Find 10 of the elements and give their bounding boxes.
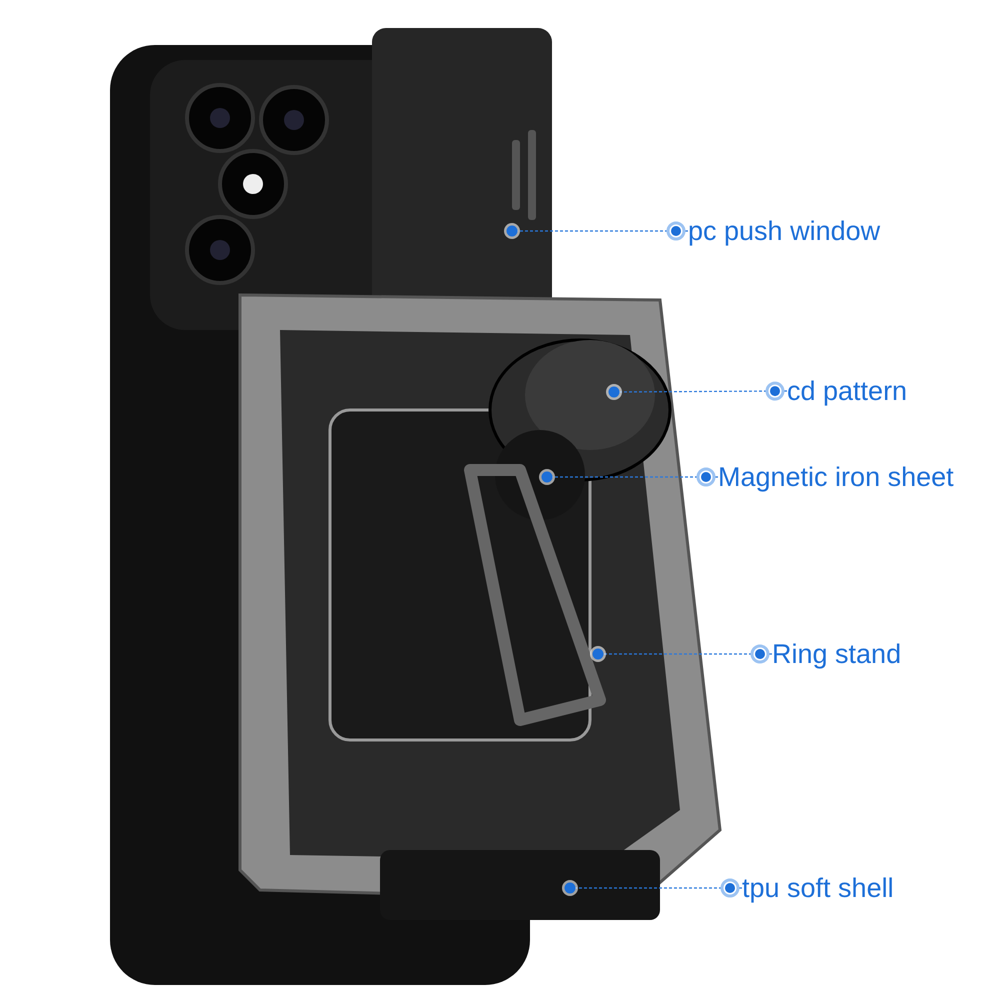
callout-label: cd pattern [787, 375, 908, 407]
callout-label: Ring stand [772, 638, 902, 670]
leader-line [539, 468, 718, 486]
leader-line [606, 382, 787, 401]
leader-line [504, 222, 688, 240]
leader-line [562, 878, 742, 898]
callout-label: tpu soft shell [742, 872, 894, 904]
leader-line [590, 644, 772, 664]
callout-label: pc push window [688, 215, 880, 247]
callout-label: Magnetic iron sheet [718, 461, 954, 493]
